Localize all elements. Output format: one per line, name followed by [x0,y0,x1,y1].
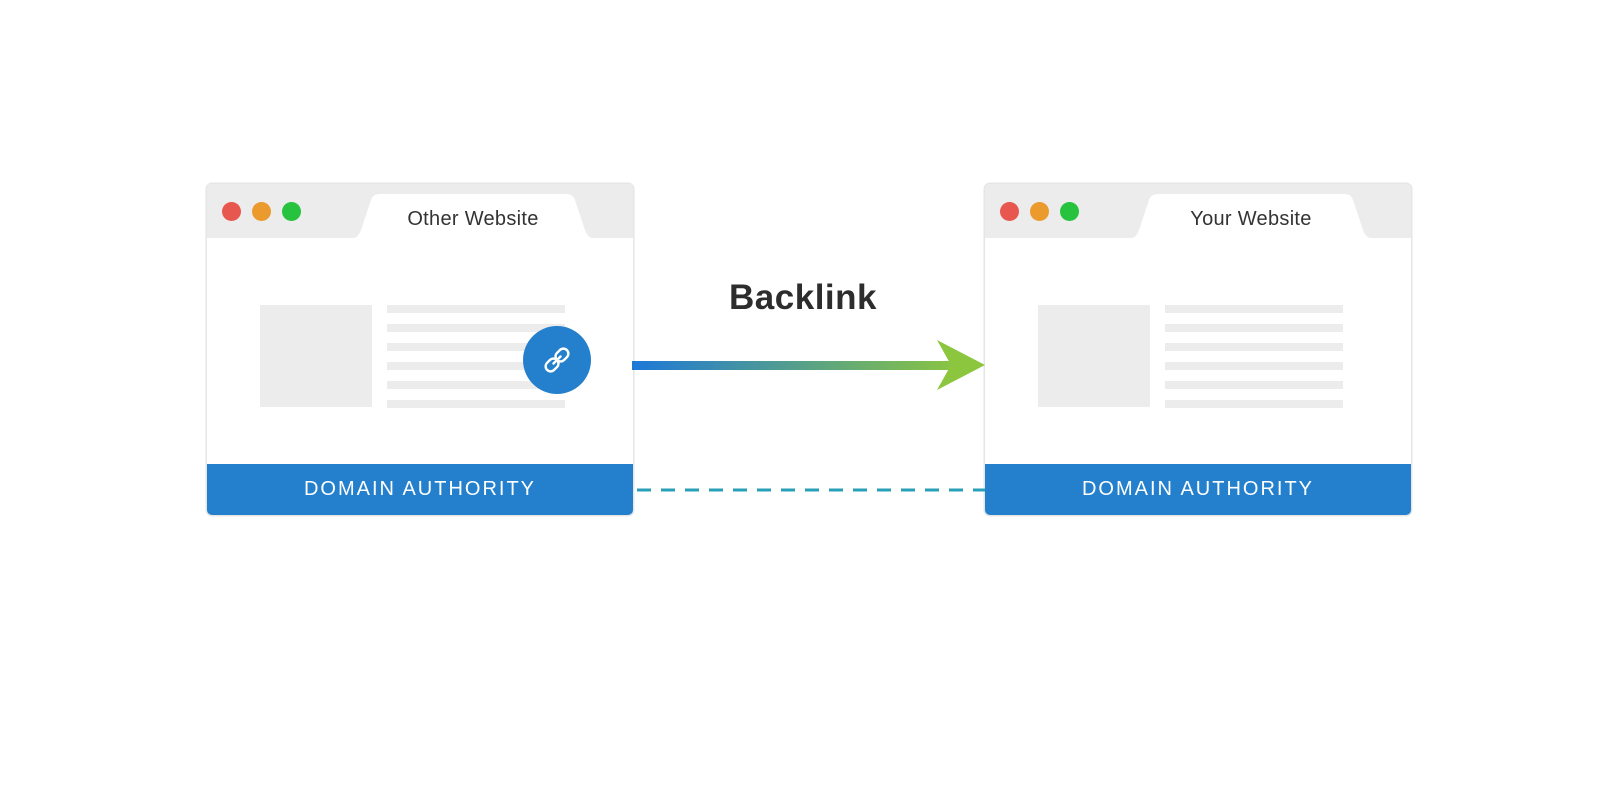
domain-authority-bar: DOMAIN AUTHORITY [207,464,633,515]
backlink-label: Backlink [729,278,877,317]
tab-title: Your Website [1190,208,1312,230]
text-line [387,343,565,351]
window-titlebar: Your Website [985,184,1411,238]
domain-authority-label: DOMAIN AUTHORITY [1081,478,1314,500]
text-line [387,305,565,313]
content-text-placeholder [1165,305,1343,419]
window-titlebar: Other Website [207,184,633,238]
text-line [1165,400,1343,408]
text-line [1165,324,1343,332]
text-line [387,324,565,332]
domain-authority-connector [637,488,985,492]
text-line [1165,305,1343,313]
content-text-placeholder [387,305,565,419]
content-image-placeholder [260,305,372,407]
content-image-placeholder [1038,305,1150,407]
link-badge [523,326,591,394]
browser-tab: Your Website [1131,194,1371,238]
text-line [387,381,565,389]
text-line [1165,381,1343,389]
tab-title: Other Website [407,208,539,230]
browser-tab: Other Website [353,194,593,238]
text-line [387,400,565,408]
close-dot-icon [222,202,241,221]
text-line [1165,343,1343,351]
maximize-dot-icon [1060,202,1079,221]
link-icon [544,347,570,373]
your-website-window: Your Website DOMAIN AUTHORITY [985,184,1411,515]
text-line [1165,362,1343,370]
domain-authority-label: DOMAIN AUTHORITY [303,478,536,500]
backlink-arrow [632,340,985,390]
maximize-dot-icon [282,202,301,221]
minimize-dot-icon [252,202,271,221]
domain-authority-bar: DOMAIN AUTHORITY [985,464,1411,515]
text-line [387,362,565,370]
close-dot-icon [1000,202,1019,221]
minimize-dot-icon [1030,202,1049,221]
